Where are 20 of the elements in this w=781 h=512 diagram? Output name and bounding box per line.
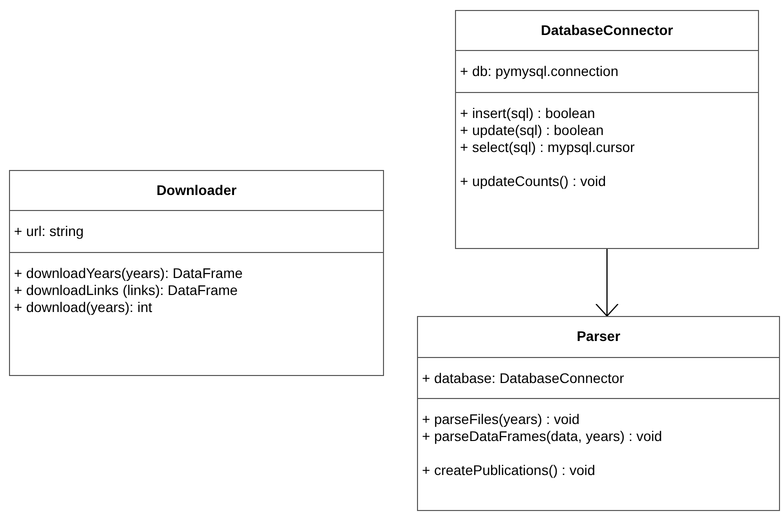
class-box: [9, 170, 384, 376]
method-text: + parseDataFrames(data, years) : void: [422, 428, 664, 445]
method-text: + parseFiles(years) : void: [422, 411, 581, 428]
method-text: + insert(sql) : boolean: [460, 105, 596, 122]
class-box: [417, 316, 780, 511]
method-text: + update(sql) : boolean: [460, 122, 605, 139]
attribute-text: + url: string: [14, 223, 85, 240]
class-name: Parser: [576, 328, 622, 345]
method-text: + updateCounts() : void: [460, 173, 607, 190]
method-text: + createPublications() : void: [422, 462, 596, 479]
method-text: + download(years): int: [14, 299, 154, 316]
method-text: + downloadLinks (links): DataFrame: [14, 282, 239, 299]
attribute-text: + db: pymysql.connection: [460, 63, 620, 80]
association-arrow: [595, 249, 619, 317]
method-text: + downloadYears(years): DataFrame: [14, 265, 244, 282]
method-text: + select(sql) : mypsql.cursor: [460, 139, 636, 156]
attribute-text: + database: DatabaseConnector: [422, 370, 625, 387]
class-name: Downloader: [155, 182, 238, 199]
class-name: DatabaseConnector: [540, 22, 674, 39]
class-box: [455, 10, 759, 249]
